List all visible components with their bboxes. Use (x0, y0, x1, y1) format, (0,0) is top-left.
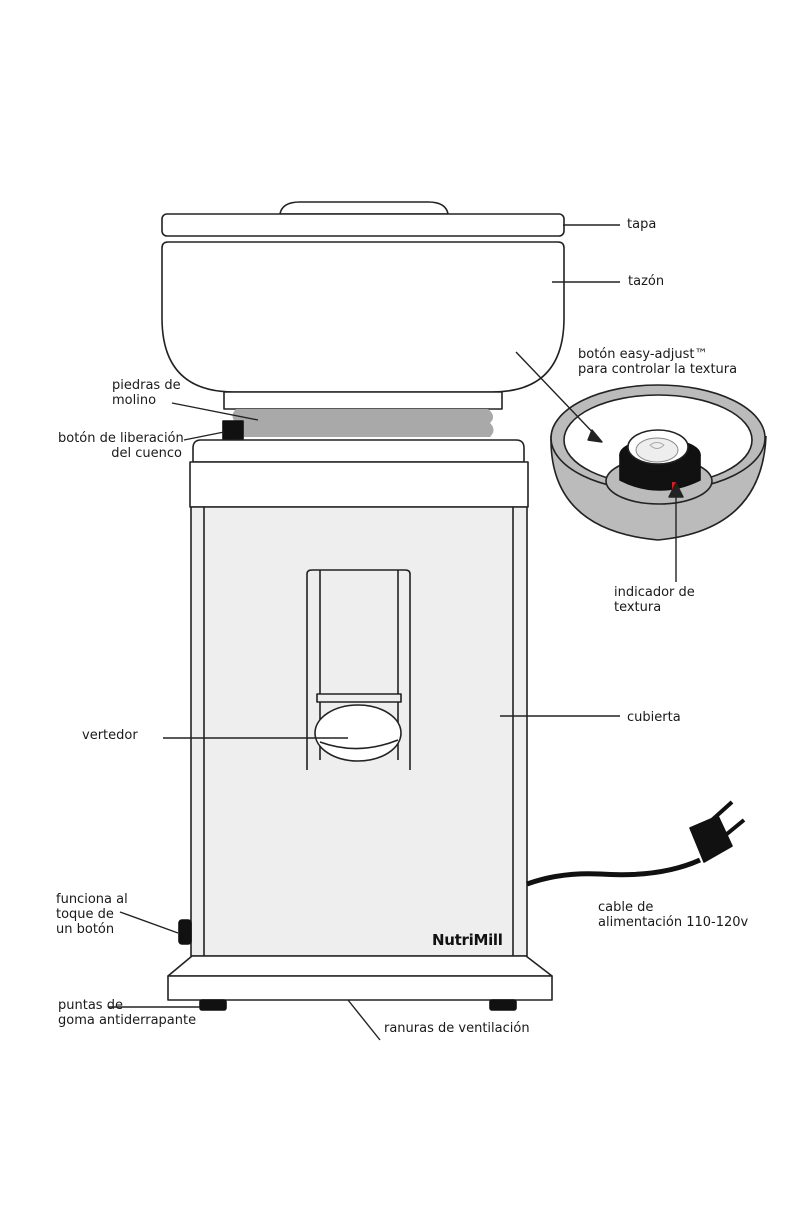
label-power-button-line-2: toque de (56, 907, 128, 922)
label-power-cord-line-2: alimentación 110-120v (598, 915, 748, 930)
rubber-foot-right (490, 1000, 516, 1010)
bowl-release-button[interactable] (223, 421, 243, 440)
label-bowl-release-line-1: botón de liberación (58, 431, 182, 446)
label-rubber-feet-line-2: goma antiderrapante (58, 1013, 196, 1028)
power-button[interactable] (179, 920, 191, 944)
label-rubber-feet: puntas de goma antiderrapante (58, 998, 196, 1028)
rubber-foot-left (200, 1000, 226, 1010)
label-texture-indicator: indicador de textura (614, 585, 695, 615)
brand-logo: NutriMill (432, 931, 503, 949)
label-housing: cubierta (627, 710, 681, 725)
bowl (162, 242, 564, 409)
label-vent-slots: ranuras de ventilación (384, 1021, 530, 1036)
label-easy-adjust-button: botón easy-adjust™ para controlar la tex… (578, 347, 737, 377)
label-easy-adjust-line-1: botón easy-adjust™ (578, 347, 737, 362)
label-power-button: funciona al toque de un botón (56, 892, 128, 937)
label-bowl-release-line-2: del cuenco (58, 446, 182, 461)
label-milling-stones-line-1: piedras de (112, 378, 181, 393)
milling-stones (233, 409, 494, 437)
label-power-button-line-1: funciona al (56, 892, 128, 907)
label-milling-stones: piedras de molino (112, 378, 181, 408)
label-milling-stones-line-2: molino (112, 393, 181, 408)
spout (307, 570, 410, 770)
inset-knob-view (551, 385, 766, 540)
base (168, 956, 552, 1000)
top-housing (190, 440, 528, 507)
label-texture-indicator-line-1: indicador de (614, 585, 695, 600)
label-spout: vertedor (82, 728, 138, 743)
label-bowl-release: botón de liberación del cuenco (58, 431, 182, 461)
label-rubber-feet-line-1: puntas de (58, 998, 196, 1013)
label-power-button-line-3: un botón (56, 922, 128, 937)
label-texture-indicator-line-2: textura (614, 600, 695, 615)
power-cord (527, 802, 744, 884)
label-easy-adjust-line-2: para controlar la textura (578, 362, 737, 377)
label-power-cord: cable de alimentación 110-120v (598, 900, 748, 930)
label-bowl: tazón (628, 274, 664, 289)
label-power-cord-line-1: cable de (598, 900, 748, 915)
label-lid: tapa (627, 217, 656, 232)
lid (162, 202, 564, 236)
